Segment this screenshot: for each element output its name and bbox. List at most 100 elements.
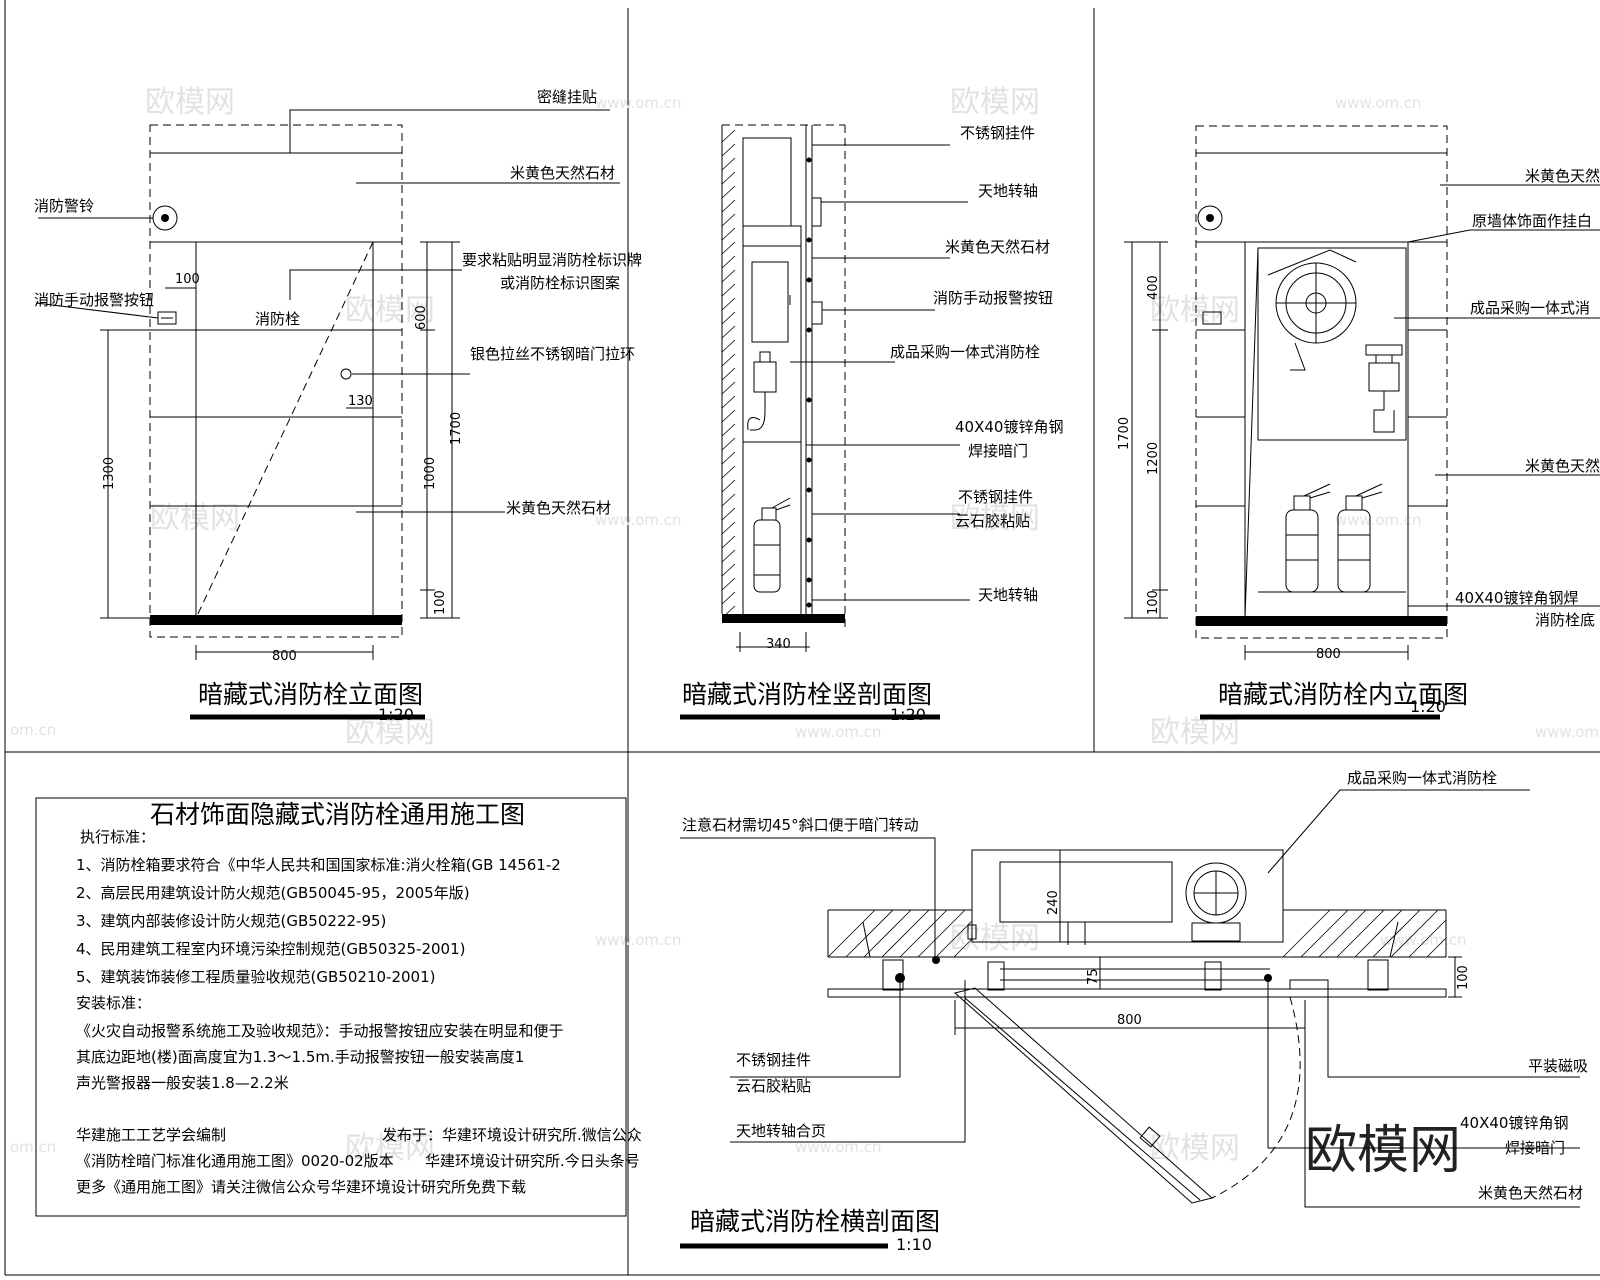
label-vs-stone: 米黄色天然石材: [945, 238, 1050, 256]
pull-ring-icon: [340, 368, 352, 380]
label-inner-base: 消防栓底: [1535, 611, 1595, 629]
watermark-brand: 欧模网: [345, 1131, 435, 1166]
notes-install-line: 《火灾自动报警系统施工及验收规范》：手动报警按钮应安装在明显和便于: [76, 1022, 564, 1040]
dim-1700: 1700: [449, 412, 464, 445]
label-inner-stone-2: 米黄色天然石: [1525, 457, 1600, 475]
label-sign-requirement-2: 或消防栓标识图案: [500, 274, 620, 292]
extinguisher-icon: [1285, 483, 1331, 593]
label-pull-ring: 银色拉丝不锈钢暗门拉环: [470, 345, 635, 363]
valve-icon: [1365, 344, 1403, 433]
notes-footer: 更多《通用施工图》请关注微信公众号华建环境设计研究所免费下载: [76, 1178, 526, 1196]
label-vs-hanger-2: 不锈钢挂件: [958, 488, 1033, 506]
hose-reel-icon: [1267, 249, 1357, 371]
notes-footer: 《消防栓暗门标准化通用施工图》0020-02版本: [76, 1152, 394, 1170]
dim-600: 600: [414, 305, 429, 330]
dim-1300: 1300: [102, 457, 117, 490]
label-inner-stone: 米黄色天然石: [1525, 167, 1600, 185]
watermark-url: www.om.cn: [595, 511, 682, 529]
watermark-brand: 欧模网: [1150, 293, 1240, 328]
watermark-brand: 欧模网: [950, 501, 1040, 536]
label-hs-magnet: 平装磁吸: [1528, 1057, 1588, 1075]
notes-install-line: 声光警报器一般安装1.8—2.2米: [76, 1074, 289, 1092]
label-vs-hanger: 不锈钢挂件: [960, 124, 1035, 142]
watermark-url: www.om.cn: [1535, 723, 1600, 741]
sheet-frame: [4, 0, 1600, 1276]
watermark-url: www.om.cn: [795, 1138, 882, 1156]
dim-100-hs: 100: [1456, 965, 1471, 990]
title-horizontal-section: 暗藏式消防栓横剖面图: [690, 1207, 940, 1236]
label-inner-wall: 原墙体饰面作挂白: [1472, 212, 1592, 230]
dim-800-inner: 800: [1316, 647, 1341, 662]
label-vs-pivot-2: 天地转轴: [978, 586, 1038, 604]
dim-240: 240: [1046, 890, 1061, 915]
scale-elevation: 1:20: [378, 705, 414, 724]
label-vs-button: 消防手动报警按钮: [933, 289, 1053, 307]
notes-title: 石材饰面隐藏式消防栓通用施工图: [150, 800, 525, 829]
dim-100-bottom: 100: [433, 590, 448, 615]
watermark-url: www.om.cn: [1335, 94, 1422, 112]
watermark-brand: 欧模网: [950, 921, 1040, 956]
label-alarm-bell: 消防警铃: [34, 197, 94, 215]
dim-100: 100: [175, 272, 200, 287]
inner-elevation-view: [1124, 125, 1600, 720]
label-hydrant: 消防栓: [255, 310, 300, 328]
title-inner-elevation: 暗藏式消防栓内立面图: [1218, 680, 1468, 709]
label-vs-door: 焊接暗门: [968, 442, 1028, 460]
notes-install-standard: 安装标准：: [76, 994, 151, 1012]
label-sign-requirement: 要求粘贴明显消防栓标识牌: [462, 251, 642, 269]
label-inner-angle: 40X40镀锌角钢焊: [1455, 589, 1578, 607]
watermarks: 欧模网 www.om.cn 欧模网 www.om.cn 欧模网 欧模网 欧模网 …: [10, 85, 1600, 1181]
watermark-brand: 欧模网: [345, 293, 435, 328]
scale-vertical-section: 1:20: [890, 705, 926, 724]
watermark-url: www.om.cn: [1335, 511, 1422, 529]
scale-horizontal-section: 1:10: [896, 1235, 932, 1254]
notes-footer-right: 发布于：华建环境设计研究所.微信公众: [382, 1126, 642, 1144]
hose-reel-icon: [1185, 862, 1247, 942]
watermark-brand: 欧模网: [1150, 1131, 1240, 1166]
manual-alarm-button-icon: [1202, 311, 1222, 325]
notes-item: 2、高层民用建筑设计防火规范(GB50045-95，2005年版): [76, 884, 470, 902]
watermark-url: www.om.cn: [1380, 931, 1467, 949]
watermark-url: www.om.cn: [795, 723, 882, 741]
watermark-brand: 欧模网: [150, 501, 240, 536]
dim-340: 340: [766, 637, 791, 652]
notes-item: 1、消防栓箱要求符合《中华人民共和国国家标准:消火栓箱(GB 14561-2: [76, 856, 561, 874]
label-vs-pivot: 天地转轴: [978, 182, 1038, 200]
label-hs-angle: 40X40镀锌角钢: [1460, 1114, 1568, 1132]
label-hs-hanger: 不锈钢挂件: [736, 1051, 811, 1069]
dim-800: 800: [272, 649, 297, 664]
extinguisher-icon: [753, 497, 791, 593]
watermark-url: www.om.cn: [595, 94, 682, 112]
watermark-url: www.om.cn: [595, 931, 682, 949]
watermark-brand: 欧模网: [145, 85, 235, 120]
elevation-view: [35, 109, 620, 720]
label-vs-angle: 40X40镀锌角钢: [955, 418, 1063, 436]
horizontal-section-view: [680, 789, 1580, 1249]
dim-800-hs: 800: [1117, 1013, 1142, 1028]
title-vertical-section: 暗藏式消防栓竖剖面图: [682, 680, 932, 709]
label-hs-door: 焊接暗门: [1505, 1139, 1565, 1157]
notes-footer-right: 华建环境设计研究所.今日头条号: [425, 1152, 640, 1170]
label-stone-bottom: 米黄色天然石材: [506, 499, 611, 517]
dim-130: 130: [348, 394, 373, 409]
watermark-brand: 欧模网: [1150, 715, 1240, 750]
label-hs-adhesive: 云石胶粘贴: [736, 1077, 811, 1095]
notes-box: [35, 797, 627, 1217]
watermark-url: om.cn: [10, 1138, 56, 1156]
dim-100-inner: 100: [1146, 590, 1161, 615]
label-manual-button: 消防手动报警按钮: [34, 291, 154, 309]
label-stone-top: 米黄色天然石材: [510, 164, 615, 182]
label-vs-hydrant: 成品采购一体式消防栓: [890, 343, 1040, 361]
scale-inner-elevation: 1:20: [1410, 697, 1446, 716]
vertical-section-view: [680, 124, 970, 720]
swing-door: [953, 987, 1214, 1204]
alarm-bell-icon: [1197, 205, 1223, 231]
label-vs-adhesive: 云石胶粘贴: [955, 512, 1030, 530]
notes-exec-standard: 执行标准：: [80, 828, 155, 846]
dim-1700: 1700: [1117, 417, 1132, 450]
notes-install-line: 其底边距地(楼)面高度宜为1.3～1.5m.手动报警按钮一般安装高度1: [76, 1048, 524, 1066]
notes-item: 5、建筑装饰装修工程质量验收规范(GB50210-2001): [76, 968, 435, 986]
label-seam: 密缝挂贴: [537, 88, 597, 106]
notes-footer: 华建施工工艺学会编制: [76, 1126, 226, 1144]
